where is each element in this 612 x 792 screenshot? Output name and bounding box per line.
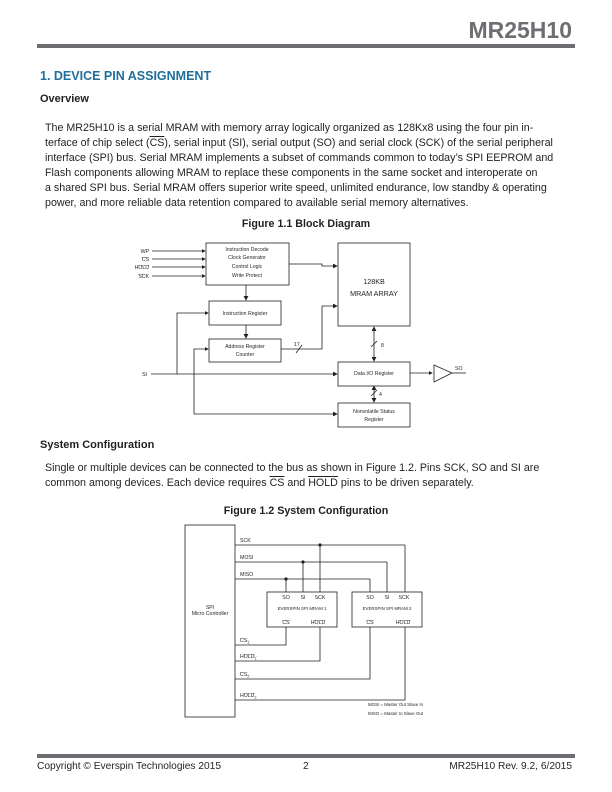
bus4-label: 4 — [379, 392, 382, 398]
ctrl-to-array-arrow — [289, 263, 338, 269]
chip1-so-pin: SO — [282, 595, 290, 601]
system-config-diagram — [184, 524, 423, 718]
block-diagram — [151, 242, 466, 428]
overview-line: The MR25H10 is a serial MRAM with memory… — [45, 122, 534, 134]
nv-status-register-box — [337, 402, 411, 428]
nv-status-label: Nonvolatile Status — [353, 409, 395, 415]
mram-array-box — [337, 242, 411, 327]
hold1-line — [235, 627, 321, 662]
hold2-label: HOLD2 — [240, 693, 257, 700]
bus4-slash — [370, 389, 378, 397]
footer-revision: MR25H10 Rev. 9.2, 6/2015 — [449, 761, 572, 772]
figure1-title: Figure 1.1 Block Diagram — [241, 218, 371, 230]
micro-controller-box — [184, 524, 236, 718]
address-register-label: Address Register — [225, 344, 265, 350]
chip2-hold-pin: HOLD — [396, 620, 411, 626]
pin-so-label: SO — [455, 366, 463, 372]
syscfg-line: Single or multiple devices can be connec… — [45, 462, 540, 474]
bus17-slash — [295, 344, 303, 354]
legend-miso: MISO = Master In Slave Out — [368, 711, 424, 716]
mram-array-line2: MRAM ARRAY — [350, 289, 398, 298]
chip1-label: EVERSPIN SPI MRAM 1 — [278, 606, 327, 611]
ctrl-line: Write Protect — [232, 273, 262, 279]
footer-copyright: Copyright © Everspin Technologies 2015 — [37, 761, 222, 772]
hold1-label: HOLD1 — [240, 654, 257, 661]
nv-register-label: Register — [364, 417, 384, 423]
bus17-label: 17 — [294, 342, 300, 348]
si-to-addr-line — [193, 347, 209, 374]
junction-dot — [284, 577, 288, 581]
pin-hold-label: HOLD — [135, 265, 150, 271]
overview-line: terface of chip select (CS), serial inpu… — [45, 137, 553, 149]
cs2-label: CS2 — [240, 672, 249, 679]
mcu-label: Micro Controller — [192, 611, 229, 617]
footer-rule — [37, 754, 575, 758]
section-title: 1. DEVICE PIN ASSIGNMENT — [40, 69, 212, 83]
overview-heading: Overview — [40, 93, 89, 105]
bus8-label: 8 — [381, 343, 384, 349]
address-counter-label: Counter — [236, 352, 255, 358]
mosi-bus-label: MOSI — [240, 555, 253, 561]
addr-to-array-bus — [281, 303, 338, 350]
document-title: MR25H10 — [468, 17, 572, 43]
si-to-instr-line — [176, 311, 209, 374]
overview-line: interface (SPI) bus. Serial MRAM impleme… — [45, 152, 554, 164]
pin-si-label: SI — [142, 372, 147, 378]
cs1-label: CS1 — [240, 638, 249, 645]
ctrl-line: Clock Generator — [228, 255, 266, 261]
chip1-hold-pin: HOLD — [311, 620, 326, 626]
junction-dots — [284, 543, 322, 581]
overview-line: a shared SPI bus. Serial MRAM offers sup… — [45, 182, 547, 194]
header-rule — [37, 44, 575, 48]
overview-line: Flash components allowing MRAM to replac… — [45, 167, 538, 179]
syscfg-line: common among devices. Each device requir… — [45, 477, 474, 489]
chip2-label: EVERSPIN SPI MRAM 2 — [363, 606, 412, 611]
ctrl-line: Control Logic — [232, 264, 263, 270]
instruction-register-box — [208, 300, 282, 326]
junction-dot — [318, 543, 322, 547]
address-register-box — [208, 338, 282, 363]
cs1-line — [235, 627, 287, 646]
si-to-nv-line — [193, 374, 338, 417]
bus8-slash — [370, 340, 378, 348]
overview-line: power, and more reliable data retention … — [45, 197, 469, 209]
figure2-title: Figure 1.2 System Configuration — [223, 505, 389, 517]
ctrl-line: Instruction Decode — [225, 247, 268, 253]
chip2-box — [351, 591, 423, 628]
chip1-cs-pin: CS — [282, 620, 290, 626]
hold2-line — [235, 627, 406, 701]
data-io-label: Data I/O Register — [354, 371, 394, 377]
pin-sck-label: SCK — [138, 274, 149, 280]
miso-bus-label: MISO — [240, 572, 253, 578]
pin-cs-label: CS — [142, 257, 150, 263]
cs2-line — [235, 627, 371, 680]
chip1-sck-pin: SCK — [315, 595, 326, 601]
legend-mosi: MOSI = Master Out Slave In — [368, 702, 424, 707]
system-config-heading: System Configuration — [40, 439, 155, 451]
output-buffer-triangle — [433, 364, 453, 383]
junction-dot — [301, 560, 305, 564]
chip2-si-pin: SI — [385, 595, 390, 601]
instruction-register-label: Instruction Register — [223, 311, 268, 317]
mram-array-line1: 128KB — [363, 277, 385, 286]
chip1-si-pin: SI — [301, 595, 306, 601]
chip2-cs-pin: CS — [366, 620, 374, 626]
chip1-box — [266, 591, 338, 628]
pin-wp-label: WP — [141, 249, 150, 255]
chip2-sck-pin: SCK — [399, 595, 410, 601]
overview-paragraph: The MR25H10 is a serial MRAM with memory… — [45, 121, 570, 211]
system-config-paragraph: Single or multiple devices can be connec… — [45, 461, 570, 491]
chip2-so-pin: SO — [366, 595, 374, 601]
mcu-label-spi: SPI — [206, 605, 214, 611]
sck-bus-label: SCK — [240, 538, 251, 544]
footer-page-number: 2 — [303, 761, 309, 772]
